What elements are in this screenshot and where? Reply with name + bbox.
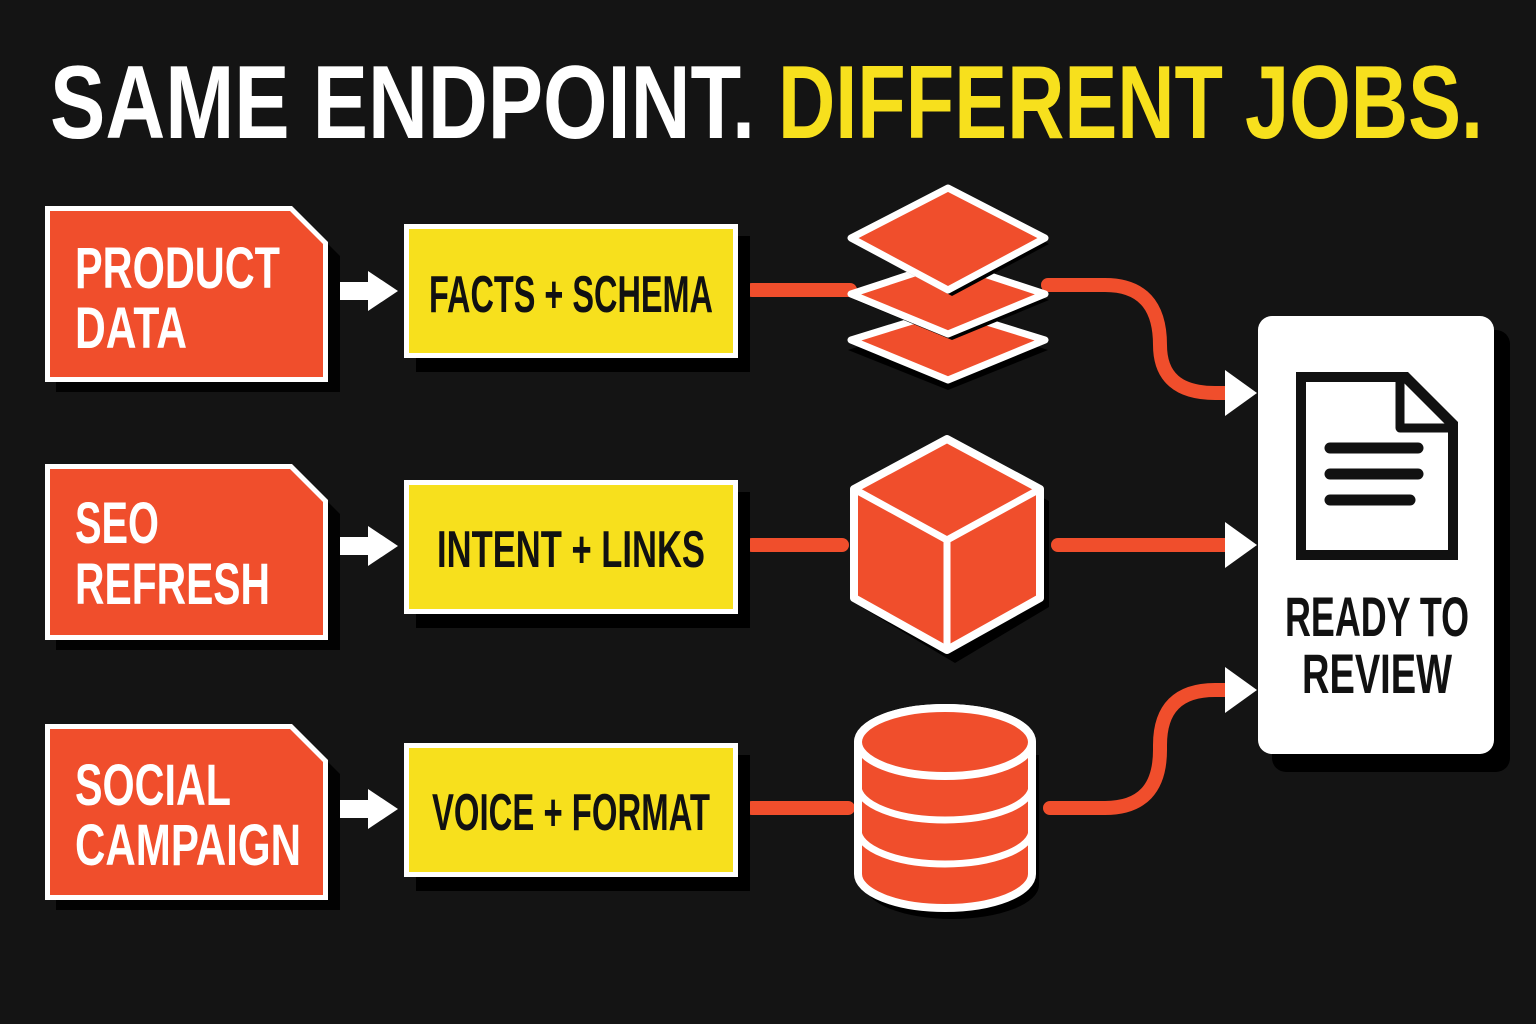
- process-box-facts-schema: FACTS + SCHEMA: [404, 224, 750, 372]
- arrow-right-icon: [340, 789, 398, 829]
- title-part1: SAME ENDPOINT.: [50, 45, 755, 161]
- output-card-ready-to-review: READY TO REVIEW: [1258, 316, 1510, 772]
- process-label: FACTS + SCHEMA: [429, 266, 713, 324]
- input-card-seo-refresh: SEO REFRESH: [45, 464, 340, 650]
- arrow-right-icon: [340, 271, 398, 311]
- cube-icon: [850, 435, 1049, 663]
- row-social-campaign: SOCIAL CAMPAIGN VOICE + FORMAT: [45, 704, 1039, 919]
- output-arrowheads: [1225, 370, 1257, 713]
- row-seo-refresh: SEO REFRESH INTENT + LINKS: [45, 435, 1049, 663]
- row-product-data: PRODUCT DATA FACTS + SCHEMA: [45, 184, 1049, 392]
- database-icon: [854, 704, 1039, 919]
- input-label-line2: REFRESH: [75, 552, 270, 617]
- process-label: INTENT + LINKS: [437, 521, 705, 579]
- input-card-social-campaign: SOCIAL CAMPAIGN: [45, 724, 340, 910]
- connectors: [745, 278, 1235, 815]
- arrowhead-icon: [1225, 370, 1257, 416]
- process-box-voice-format: VOICE + FORMAT: [404, 743, 750, 891]
- arrowhead-icon: [1225, 667, 1257, 713]
- input-card-product-data: PRODUCT DATA: [45, 206, 340, 392]
- input-label-line2: DATA: [75, 296, 187, 361]
- connector-icon3-output: [1043, 683, 1235, 815]
- title-part2: DIFFERENT JOBS.: [778, 45, 1483, 161]
- input-label-line2: CAMPAIGN: [75, 813, 301, 878]
- stacked-layers-icon: [847, 184, 1049, 390]
- document-icon: [1296, 372, 1458, 560]
- arrowhead-icon: [1225, 522, 1257, 568]
- input-label-line1: SOCIAL: [75, 753, 231, 818]
- process-label: VOICE + FORMAT: [432, 784, 710, 842]
- output-label-line2: REVIEW: [1302, 642, 1452, 705]
- input-label-line1: SEO: [75, 491, 159, 556]
- connector-icon1-output: [1041, 278, 1235, 400]
- process-box-intent-links: INTENT + LINKS: [404, 480, 750, 628]
- output-label-line1: READY TO: [1285, 585, 1469, 648]
- arrow-right-icon: [340, 526, 398, 566]
- input-label-line1: PRODUCT: [75, 236, 280, 301]
